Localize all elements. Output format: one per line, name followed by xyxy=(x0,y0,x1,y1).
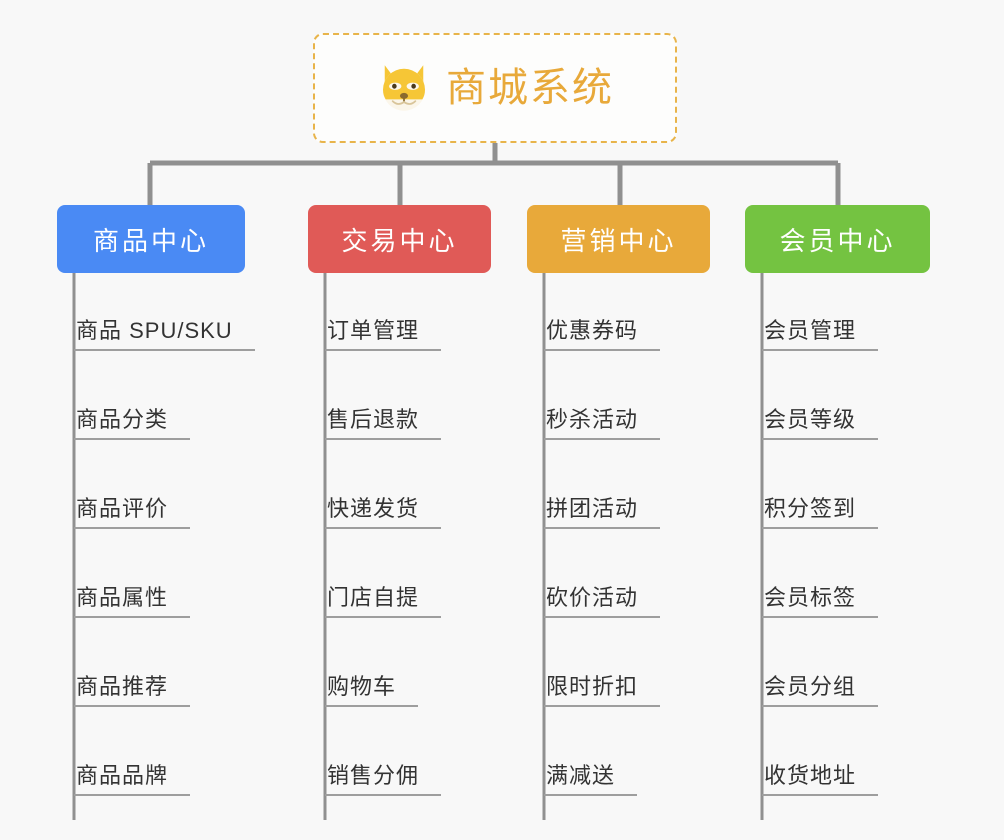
list-item[interactable]: 快递发货 xyxy=(325,440,491,529)
list-item[interactable]: 优惠券码 xyxy=(544,273,710,351)
category-box-trade[interactable]: 交易中心 xyxy=(308,205,491,273)
list-item[interactable]: 砍价活动 xyxy=(544,529,710,618)
leaf-label: 满减送 xyxy=(544,763,638,796)
leaf-label: 会员管理 xyxy=(762,318,879,351)
list-item[interactable]: 会员等级 xyxy=(762,351,930,440)
leaf-label: 商品分类 xyxy=(74,407,191,440)
category-box-product[interactable]: 商品中心 xyxy=(57,205,245,273)
list-item[interactable]: 满减送 xyxy=(544,707,710,796)
list-item[interactable]: 限时折扣 xyxy=(544,618,710,707)
leaf-label: 售后退款 xyxy=(325,407,442,440)
leaf-label: 商品属性 xyxy=(74,585,191,618)
leaf-label: 销售分佣 xyxy=(325,763,442,796)
list-item[interactable]: 会员分组 xyxy=(762,618,930,707)
leaf-label: 商品评价 xyxy=(74,496,191,529)
leaf-label: 秒杀活动 xyxy=(544,407,661,440)
leaf-label: 优惠券码 xyxy=(544,318,661,351)
list-item[interactable]: 购物车 xyxy=(325,618,491,707)
category-box-member[interactable]: 会员中心 xyxy=(745,205,930,273)
leaf-list-member: 会员管理 会员等级 积分签到 会员标签 会员分组 收货地址 xyxy=(762,273,930,796)
list-item[interactable]: 订单管理 xyxy=(325,273,491,351)
list-item[interactable]: 会员管理 xyxy=(762,273,930,351)
column-marketing: 营销中心 优惠券码 秒杀活动 拼团活动 砍价活动 限时折扣 满减送 xyxy=(527,205,710,796)
leaf-label: 订单管理 xyxy=(325,318,442,351)
column-trade: 交易中心 订单管理 售后退款 快递发货 门店自提 购物车 销售分佣 xyxy=(308,205,491,796)
list-item[interactable]: 商品推荐 xyxy=(74,618,245,707)
list-item[interactable]: 秒杀活动 xyxy=(544,351,710,440)
list-item[interactable]: 商品属性 xyxy=(74,529,245,618)
leaf-label: 会员分组 xyxy=(762,674,879,707)
leaf-label: 限时折扣 xyxy=(544,674,661,707)
list-item[interactable]: 商品 SPU/SKU xyxy=(74,273,255,351)
leaf-label: 积分签到 xyxy=(762,496,879,529)
list-item[interactable]: 商品品牌 xyxy=(74,707,245,796)
leaf-label: 快递发货 xyxy=(325,496,442,529)
leaf-label: 商品品牌 xyxy=(74,763,191,796)
leaf-list-trade: 订单管理 售后退款 快递发货 门店自提 购物车 销售分佣 xyxy=(325,273,491,796)
category-box-marketing[interactable]: 营销中心 xyxy=(527,205,710,273)
category-label: 会员中心 xyxy=(779,225,896,256)
list-item[interactable]: 商品分类 xyxy=(74,351,245,440)
shiba-dog-icon xyxy=(383,65,425,111)
list-item[interactable]: 售后退款 xyxy=(325,351,491,440)
leaf-label: 商品推荐 xyxy=(74,674,191,707)
category-label: 商品中心 xyxy=(92,225,209,256)
leaf-label: 砍价活动 xyxy=(544,585,661,618)
list-item[interactable]: 收货地址 xyxy=(762,707,930,796)
list-item[interactable]: 商品评价 xyxy=(74,440,245,529)
list-item[interactable]: 门店自提 xyxy=(325,529,491,618)
leaf-label: 收货地址 xyxy=(762,763,879,796)
list-item[interactable]: 拼团活动 xyxy=(544,440,710,529)
leaf-label: 会员标签 xyxy=(762,585,879,618)
leaf-label: 商品 SPU/SKU xyxy=(74,318,255,351)
root-node[interactable]: 商城系统 xyxy=(313,33,677,143)
leaf-label: 会员等级 xyxy=(762,407,879,440)
leaf-label: 拼团活动 xyxy=(544,496,661,529)
column-product: 商品中心 商品 SPU/SKU 商品分类 商品评价 商品属性 商品推荐 商品品牌 xyxy=(57,205,255,796)
leaf-list-product: 商品 SPU/SKU 商品分类 商品评价 商品属性 商品推荐 商品品牌 xyxy=(74,273,255,796)
page-title: 商城系统 xyxy=(446,66,614,110)
list-item[interactable]: 积分签到 xyxy=(762,440,930,529)
category-label: 营销中心 xyxy=(560,225,677,256)
leaf-label: 门店自提 xyxy=(325,585,442,618)
category-label: 交易中心 xyxy=(341,225,458,256)
list-item[interactable]: 销售分佣 xyxy=(325,707,491,796)
column-member: 会员中心 会员管理 会员等级 积分签到 会员标签 会员分组 收货地址 xyxy=(745,205,930,796)
list-item[interactable]: 会员标签 xyxy=(762,529,930,618)
leaf-list-marketing: 优惠券码 秒杀活动 拼团活动 砍价活动 限时折扣 满减送 xyxy=(544,273,710,796)
leaf-label: 购物车 xyxy=(325,674,419,707)
